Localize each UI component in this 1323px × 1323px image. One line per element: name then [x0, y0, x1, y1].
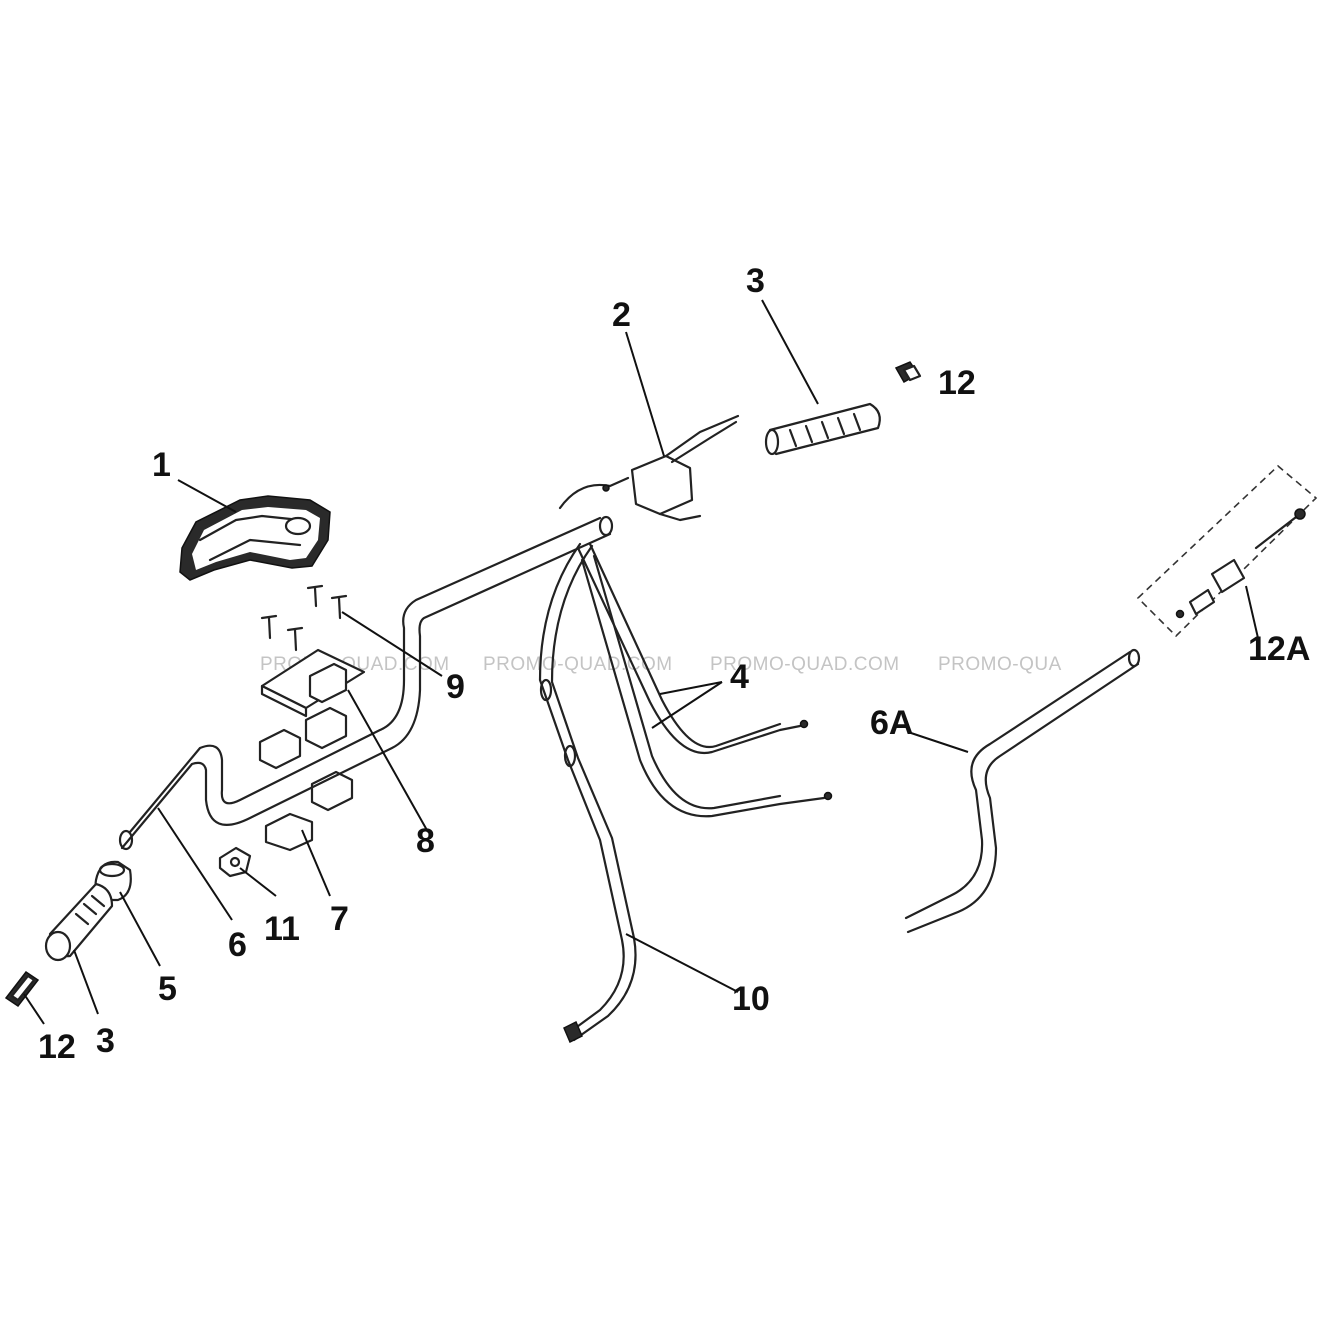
- callout-12-left: 12: [38, 1028, 76, 1066]
- upper-clamp-plate-part: [260, 648, 366, 750]
- alternate-handlebar-part: [904, 648, 1141, 934]
- callout-11: 11: [264, 910, 300, 948]
- callout-9: 9: [446, 668, 465, 706]
- leader-lines: [23, 299, 1259, 1025]
- callout-8: 8: [416, 822, 435, 860]
- callout-10: 10: [732, 980, 770, 1018]
- callout-2: 2: [612, 296, 631, 334]
- callout-3-left: 3: [96, 1022, 115, 1060]
- handlebar-part: [118, 515, 614, 851]
- left-grip-part: [44, 882, 114, 962]
- callout-12A: 12A: [1248, 630, 1310, 668]
- lower-clamps-part: [258, 728, 354, 852]
- watermark-4: PROMO-QUA: [938, 654, 1062, 675]
- callout-5: 5: [158, 970, 177, 1008]
- right-grip-part: [764, 402, 881, 456]
- watermark-2: PROMO-QUAD.COM: [483, 654, 673, 675]
- right-bar-end-part: [894, 361, 922, 384]
- left-bar-end-part: [4, 970, 40, 1008]
- brake-cables-part: [576, 542, 833, 818]
- callout-6A: 6A: [870, 704, 913, 742]
- callout-labels: 1 2 3 12 12A 9 4 6A 8 7 11 6 5 3 12 10: [38, 262, 1310, 1066]
- callout-1: 1: [152, 446, 171, 484]
- callout-3-right: 3: [746, 262, 765, 300]
- watermark-3: PROMO-QUAD.COM: [710, 654, 900, 675]
- lever-housing-part: [558, 414, 740, 522]
- callout-12-right: 12: [938, 364, 976, 402]
- bar-end-kit-part: [1136, 464, 1318, 638]
- throttle-cable-part: [538, 542, 637, 1044]
- callout-6: 6: [228, 926, 247, 964]
- callout-4: 4: [730, 658, 749, 696]
- callout-7: 7: [330, 900, 349, 938]
- screws-part: [260, 584, 348, 652]
- handlebar-cover-part: [179, 495, 331, 581]
